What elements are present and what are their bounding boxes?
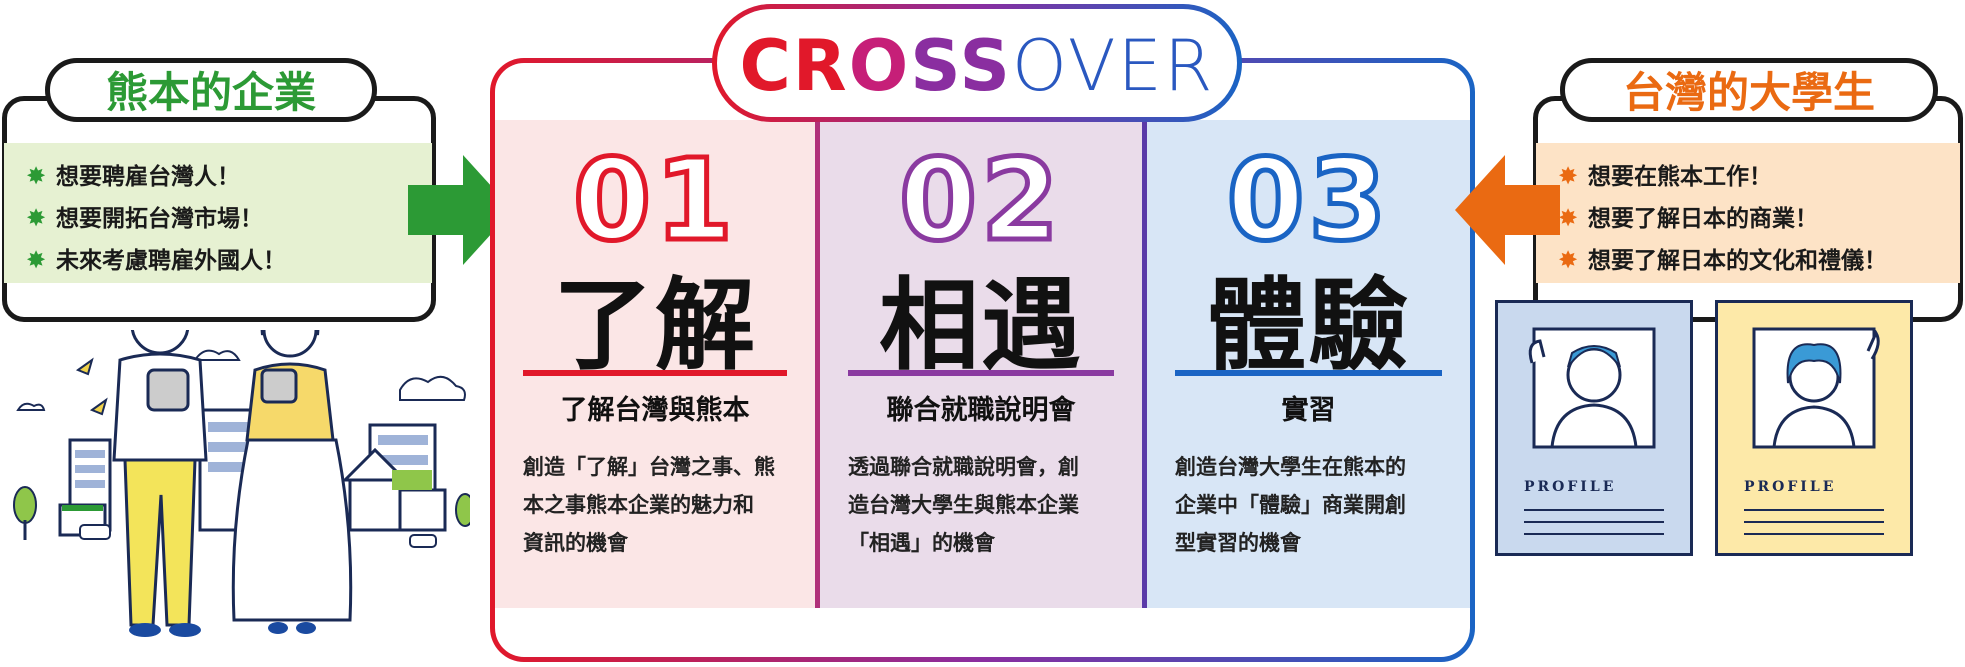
column-03-title: 體驗: [1206, 267, 1411, 384]
column-01-subtitle: 了解台灣與熊本: [560, 395, 750, 426]
left-panel-list: ✸想要聘雇台灣人！ ✸想要開拓台灣市場！ ✸未來考慮聘雇外國人！: [4, 143, 432, 283]
crossover-logo-text: CROSSOVER: [739, 25, 1215, 107]
arrow-right-icon: [408, 155, 513, 265]
column-02-subtitle: 聯合就職說明會: [886, 395, 1076, 426]
profile-card-2: PROFILE: [1715, 300, 1913, 556]
column-02: 02 相遇 聯合就職說明會 透過聯合就職說明會，創 造台灣大學生與熊本企業 「相…: [820, 120, 1142, 608]
right-item-2: ✸想要了解日本的商業！: [1558, 197, 1960, 239]
column-01-underline: [523, 370, 787, 376]
column-01-description: 創造「了解」台灣之事、熊 本之事熊本企業的魅力和 資訊的機會: [523, 455, 775, 555]
profile-card-2-line: [1744, 533, 1884, 535]
column-03-description: 創造台灣大學生在熊本的 企業中「體驗」商業開創 型實習的機會: [1175, 455, 1406, 555]
right-panel-list: ✸想要在熊本工作！ ✸想要了解日本的商業！ ✸想要了解日本的文化和禮儀！: [1536, 143, 1960, 283]
star-icon: ✸: [26, 204, 47, 232]
left-item-3: ✸未來考慮聘雇外國人！: [26, 239, 432, 281]
column-02-underline: [848, 370, 1114, 376]
column-02-title: 相遇: [879, 267, 1083, 384]
left-item-1: ✸想要聘雇台灣人！: [26, 155, 432, 197]
crossover-logo: CROSSOVER: [712, 4, 1242, 122]
star-icon: ✸: [1558, 246, 1579, 274]
column-01-number: 01: [571, 134, 737, 269]
right-item-1: ✸想要在熊本工作！: [1558, 155, 1960, 197]
star-icon: ✸: [1558, 204, 1579, 232]
arrow-left-icon: [1455, 155, 1560, 265]
right-item-3: ✸想要了解日本的文化和禮儀！: [1558, 239, 1960, 281]
star-icon: ✸: [26, 246, 47, 274]
illustration-company-people: [13, 330, 470, 637]
divider-2: [1142, 120, 1147, 608]
profile-photo-man: [1528, 327, 1656, 449]
profile-card-2-label: PROFILE: [1744, 479, 1837, 495]
profile-card-1: PROFILE: [1495, 300, 1693, 556]
profile-card-1-line: [1524, 533, 1664, 535]
right-panel-title: 台灣的大學生: [1560, 58, 1938, 122]
column-03-underline: [1175, 370, 1442, 376]
profile-card-2-line: [1744, 509, 1884, 511]
column-02-description: 透過聯合就職說明會，創 造台灣大學生與熊本企業 「相遇」的機會: [848, 455, 1079, 555]
divider-1: [815, 120, 820, 608]
profile-card-1-line: [1524, 521, 1664, 523]
profile-card-1-line: [1524, 509, 1664, 511]
column-03: 03 體驗 實習 創造台灣大學生在熊本的 企業中「體驗」商業開創 型實習的機會: [1147, 120, 1470, 608]
profile-card-2-line: [1744, 521, 1884, 523]
star-icon: ✸: [1558, 162, 1579, 190]
column-01: 01 了解 了解台灣與熊本 創造「了解」台灣之事、熊 本之事熊本企業的魅力和 資…: [495, 120, 815, 608]
profile-card-1-label: PROFILE: [1524, 479, 1617, 495]
profile-photo-woman: [1752, 327, 1880, 449]
column-02-number: 02: [897, 134, 1063, 269]
column-03-number: 03: [1224, 134, 1391, 269]
column-01-title: 了解: [553, 267, 757, 384]
column-03-subtitle: 實習: [1281, 395, 1336, 426]
left-item-2: ✸想要開拓台灣市場！: [26, 197, 432, 239]
left-panel-title: 熊本的企業: [45, 58, 377, 122]
star-icon: ✸: [26, 162, 47, 190]
